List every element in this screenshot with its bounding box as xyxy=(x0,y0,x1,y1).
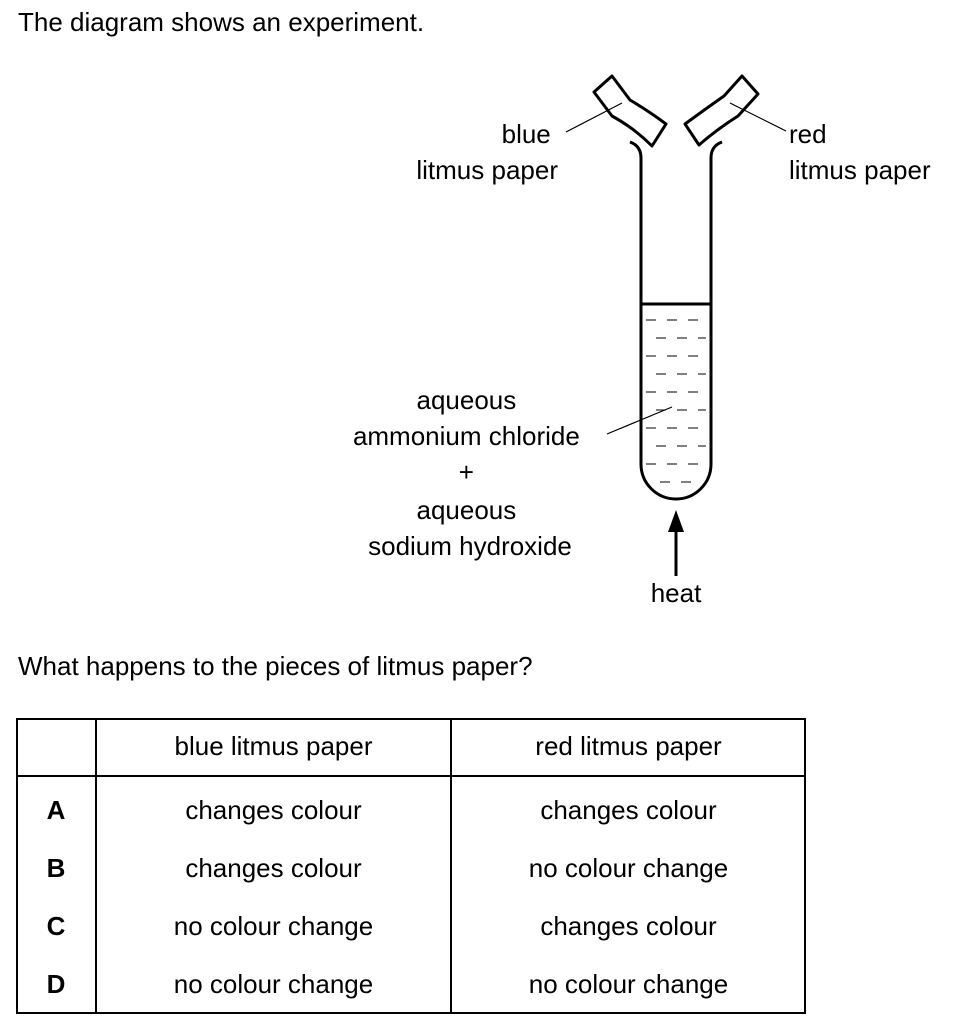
option-key: B xyxy=(17,839,97,897)
table-row: A changes colour changes colour xyxy=(17,776,805,839)
red-label-line-1: red xyxy=(789,119,827,149)
option-blue-result: no colour change xyxy=(96,897,452,955)
liquid-hatching xyxy=(646,319,706,483)
mixture-label-leader xyxy=(606,406,673,435)
mixture-label-plus: + xyxy=(459,457,474,487)
option-red-result: no colour change xyxy=(528,968,729,999)
intro-text: The diagram shows an experiment. xyxy=(18,7,425,37)
blue-label-line-1: blue xyxy=(502,119,551,149)
option-blue-result: changes colour xyxy=(96,776,452,839)
heat-arrow-head xyxy=(668,510,684,532)
blue-litmus-paper xyxy=(592,74,668,148)
table-header-row: blue litmus paper red litmus paper xyxy=(17,718,805,777)
option-key: A xyxy=(17,776,97,839)
option-blue-result: changes colour xyxy=(96,839,452,897)
header-key xyxy=(17,718,97,777)
option-blue-result: no colour change xyxy=(96,955,452,1013)
experiment-diagram: blue litmus paper red litmus paper aqueo… xyxy=(353,74,931,608)
answer-table: blue litmus paper red litmus paper A cha… xyxy=(17,718,805,1013)
option-key: C xyxy=(17,897,97,955)
option-key: D xyxy=(17,955,97,1013)
header-blue-litmus: blue litmus paper xyxy=(96,718,452,777)
red-label: red litmus paper xyxy=(789,119,931,185)
mixture-label: aqueous ammonium chloride + aqueous sodi… xyxy=(353,385,587,561)
heat-label: heat xyxy=(651,578,702,608)
test-tube xyxy=(629,140,723,501)
option-red-result: no colour change xyxy=(528,852,729,883)
mixture-label-line-3: aqueous xyxy=(417,495,517,525)
blue-label-leader xyxy=(565,102,623,133)
red-litmus-paper xyxy=(683,74,760,147)
header-red-litmus: red litmus paper xyxy=(451,718,805,777)
mixture-label-line-1: aqueous xyxy=(417,385,517,415)
option-red-result: changes colour xyxy=(540,910,717,941)
option-red-result: changes colour xyxy=(540,794,717,825)
mixture-label-line-4: sodium hydroxide xyxy=(368,531,572,561)
table-row: B changes colour no colour change xyxy=(17,839,805,897)
table-row: C no colour change changes colour xyxy=(17,897,805,955)
blue-label-line-2: litmus paper xyxy=(416,155,558,185)
mixture-label-line-2: ammonium chloride xyxy=(353,421,580,451)
table-row: D no colour change no colour change xyxy=(17,955,805,1013)
blue-label: blue litmus paper xyxy=(416,119,558,185)
red-label-line-2: litmus paper xyxy=(789,155,931,185)
question-text: What happens to the pieces of litmus pap… xyxy=(18,651,533,681)
red-label-leader xyxy=(729,102,787,132)
